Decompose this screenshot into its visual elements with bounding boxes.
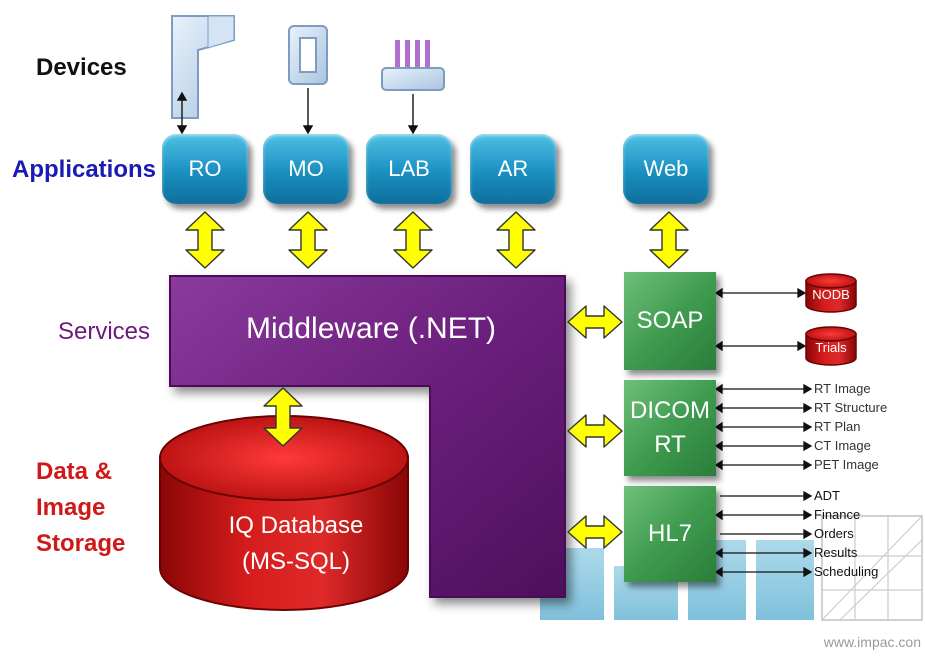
soap-box[interactable]: SOAP (624, 272, 716, 370)
app-middleware-arrow (288, 211, 328, 269)
app-web[interactable]: Web (623, 134, 709, 204)
dicom-output-label: PET Image (814, 457, 879, 472)
database-label: IQ Database (MS-SQL) (228, 512, 364, 575)
dicom-output-label: RT Image (814, 381, 871, 396)
logo-grid-lines (821, 515, 923, 621)
tier-label-devices: Devices (36, 54, 127, 81)
mo-device-icon (288, 25, 328, 85)
hl7-output-label: Results (814, 545, 858, 560)
app-middleware-arrow (393, 211, 433, 269)
hl7-output-label: Orders (814, 526, 854, 541)
hl7-output-label: Scheduling (814, 564, 879, 579)
middleware-database-arrow (263, 387, 303, 447)
web-soap-arrow (649, 211, 689, 269)
hl7-box[interactable]: HL7 (624, 486, 716, 582)
middleware-label: Middleware (.NET) (246, 312, 497, 345)
tier-label-storage: Data & Image Storage (36, 458, 126, 557)
middleware-block (169, 275, 566, 598)
trials-database-icon (805, 326, 857, 366)
dicom-rt-box[interactable]: DICOM RT (624, 380, 716, 476)
watermark-url: www.impac.con (823, 634, 921, 650)
app-middleware-arrow (185, 211, 225, 269)
middleware-soap-arrow (567, 305, 623, 339)
yellow-double-arrows (185, 211, 689, 549)
app-lab[interactable]: LAB (366, 134, 452, 204)
iq-database-cylinder (159, 415, 409, 611)
trials-label: Trials (815, 340, 847, 355)
app-mo[interactable]: MO (263, 134, 349, 204)
middleware-hl7-arrow (567, 515, 623, 549)
app-middleware-arrow (496, 211, 536, 269)
logo-grid (821, 515, 923, 621)
middleware-dicom-arrow (567, 414, 623, 448)
dicom-output-label: CT Image (814, 438, 871, 453)
output-arrows (714, 287, 813, 578)
app-ro[interactable]: RO (162, 134, 248, 204)
nodb-label: NODB (812, 287, 850, 302)
tier-label-applications: Applications (12, 156, 157, 183)
tier-label-services: Services (58, 318, 151, 345)
dicom-output-label: RT Structure (814, 400, 888, 415)
nodb-database-icon (805, 273, 857, 313)
device-links (176, 88, 419, 135)
ro-device-icon (171, 15, 235, 119)
dicom-output-label: RT Plan (814, 419, 861, 434)
app-ar[interactable]: AR (470, 134, 556, 204)
hl7-output-label: Finance (814, 507, 861, 522)
lab-device-icon (381, 40, 445, 91)
hl7-output-label: ADT (814, 488, 840, 503)
